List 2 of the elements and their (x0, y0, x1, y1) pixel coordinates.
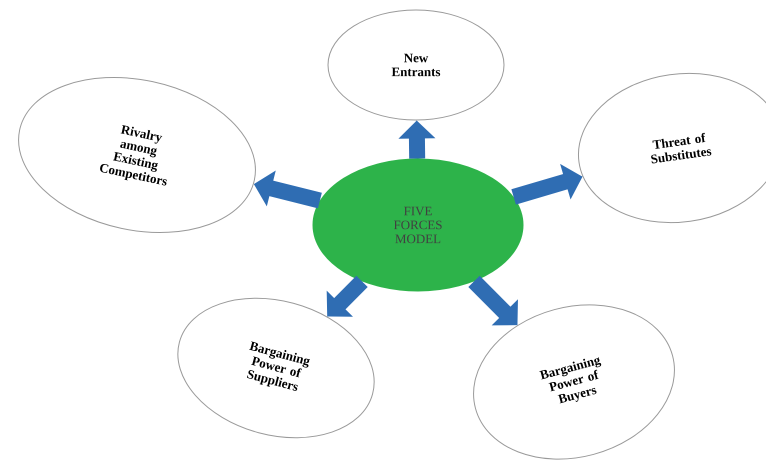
block-arrow (468, 276, 518, 326)
block-arrow (326, 276, 368, 317)
